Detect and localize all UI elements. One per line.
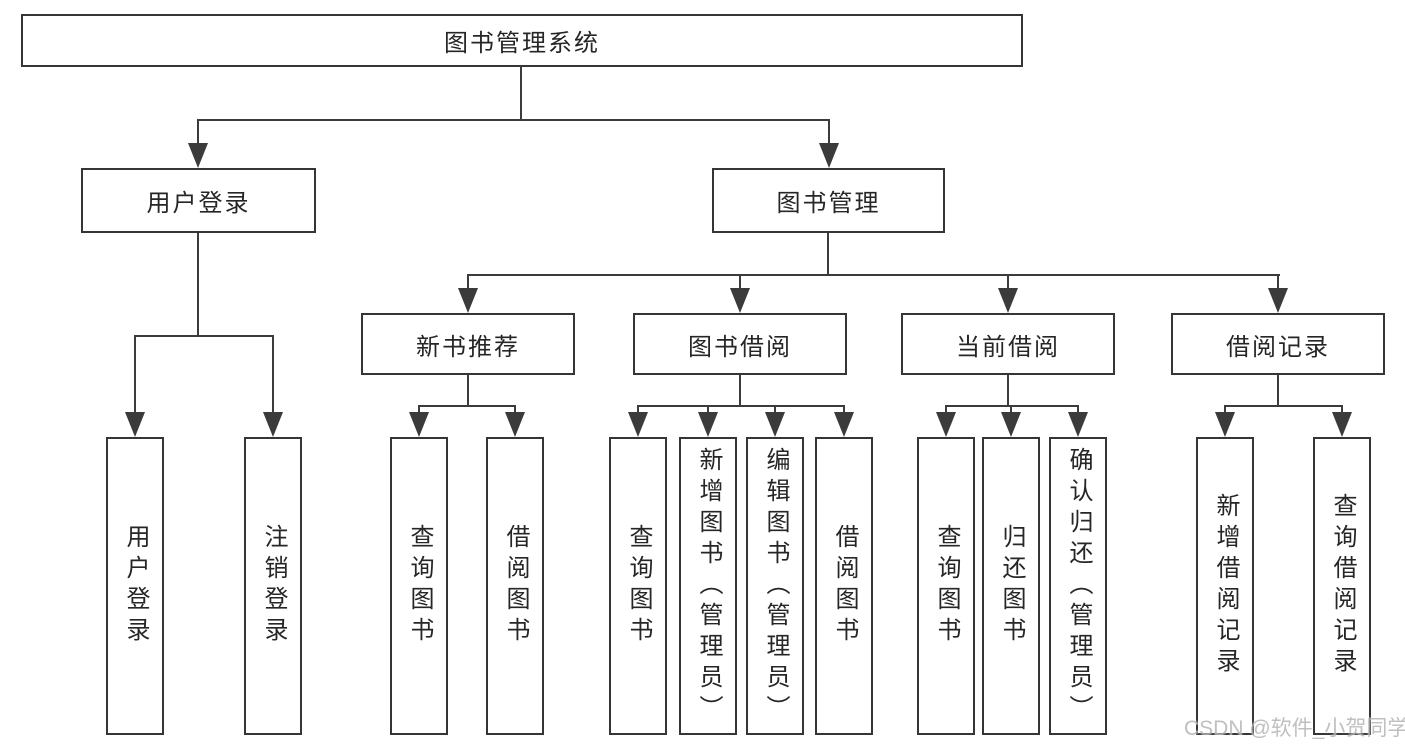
leaf-edit-books-admin: 编辑图书（管理员） [746,437,804,735]
connector-line [827,233,829,276]
csdn-watermark: CSDN @软件_小贺同学 [1184,717,1405,740]
leaf-borrow-books: 借阅图书 [815,437,873,735]
connector-line [1277,274,1279,290]
connector-line [707,405,709,414]
connector-line [197,233,199,337]
connector-line [197,119,830,121]
arrow-down-icon [819,143,839,168]
node-new-book-recommend: 新书推荐 [361,313,575,375]
connector-line [418,405,516,407]
arrow-down-icon [263,412,283,437]
leaf-label: 注销登录 [260,524,287,648]
leaf-label: 确认归还（管理员） [1065,446,1092,726]
connector-line [272,335,274,414]
arrow-down-icon [730,288,750,313]
arrow-down-icon [628,412,648,437]
node-book-management: 图书管理 [712,168,945,233]
node-label: 借阅记录 [1226,333,1330,361]
node-label: 图书管理 [776,190,881,217]
connector-line [637,405,845,407]
arrow-down-icon [698,412,718,437]
leaf-label: 借阅图书 [831,524,858,648]
leaf-query-books-current: 查询图书 [917,437,975,735]
node-library-management-system: 图书管理系统 [21,14,1023,67]
arrow-down-icon [1068,412,1088,437]
connector-line [418,405,420,414]
connector-line [1341,405,1343,414]
node-current-borrowing: 当前借阅 [901,313,1115,375]
arrow-down-icon [998,288,1018,313]
connector-line [514,405,516,414]
connector-line [1007,274,1009,290]
leaf-label: 查询图书 [933,524,960,648]
leaf-label: 查询图书 [406,524,433,648]
leaf-query-books-borrowing: 查询图书 [609,437,667,735]
connector-line [1277,375,1279,407]
connector-line [1010,405,1012,414]
node-label: 图书借阅 [688,333,792,361]
arrow-down-icon [458,288,478,313]
node-label: 用户登录 [146,190,251,217]
node-book-borrowing: 图书借阅 [633,313,847,375]
node-user-login: 用户登录 [81,168,316,233]
node-borrowing-records: 借阅记录 [1171,313,1385,375]
connector-line [945,405,947,414]
leaf-label: 查询图书 [625,524,652,648]
connector-line [1077,405,1079,414]
leaf-label: 新增图书（管理员） [695,446,722,726]
connector-line [828,119,830,145]
connector-line [520,66,522,121]
leaf-label: 查询借阅记录 [1329,493,1356,679]
leaf-label: 编辑图书（管理员） [762,446,789,726]
arrow-down-icon [188,143,208,168]
connector-line [1224,405,1226,414]
arrow-down-icon [1001,412,1021,437]
arrow-down-icon [1268,288,1288,313]
connector-line [134,335,274,337]
arrow-down-icon [1215,412,1235,437]
node-label: 图书管理系统 [444,30,600,57]
connector-line [637,405,639,414]
arrow-down-icon [834,412,854,437]
connector-line [843,405,845,414]
connector-line [1224,405,1343,407]
arrow-down-icon [1332,412,1352,437]
leaf-label: 归还图书 [998,524,1025,648]
leaf-query-books-recommend: 查询图书 [390,437,448,735]
leaf-add-borrow-record: 新增借阅记录 [1196,437,1254,735]
leaf-query-borrow-record: 查询借阅记录 [1313,437,1371,735]
connector-line [197,119,199,145]
leaf-logout: 注销登录 [244,437,302,735]
node-label: 新书推荐 [416,333,520,361]
arrow-down-icon [765,412,785,437]
arrow-down-icon [125,412,145,437]
connector-line [945,405,1079,407]
connector-line [1007,375,1009,407]
leaf-return-books: 归还图书 [982,437,1040,735]
arrow-down-icon [409,412,429,437]
connector-line [467,274,469,290]
leaf-label: 用户登录 [122,524,149,648]
node-label: 当前借阅 [956,333,1060,361]
arrow-down-icon [936,412,956,437]
arrow-down-icon [505,412,525,437]
leaf-label: 借阅图书 [502,524,529,648]
leaf-user-login: 用户登录 [106,437,164,735]
leaf-add-books-admin: 新增图书（管理员） [679,437,737,735]
connector-line [134,335,136,414]
connector-line [739,375,741,407]
leaf-label: 新增借阅记录 [1212,493,1239,679]
connector-line [774,405,776,414]
connector-line [467,375,469,407]
connector-line [739,274,741,290]
connector-line [467,274,1280,276]
leaf-borrow-books-recommend: 借阅图书 [486,437,544,735]
leaf-confirm-return-admin: 确认归还（管理员） [1049,437,1107,735]
